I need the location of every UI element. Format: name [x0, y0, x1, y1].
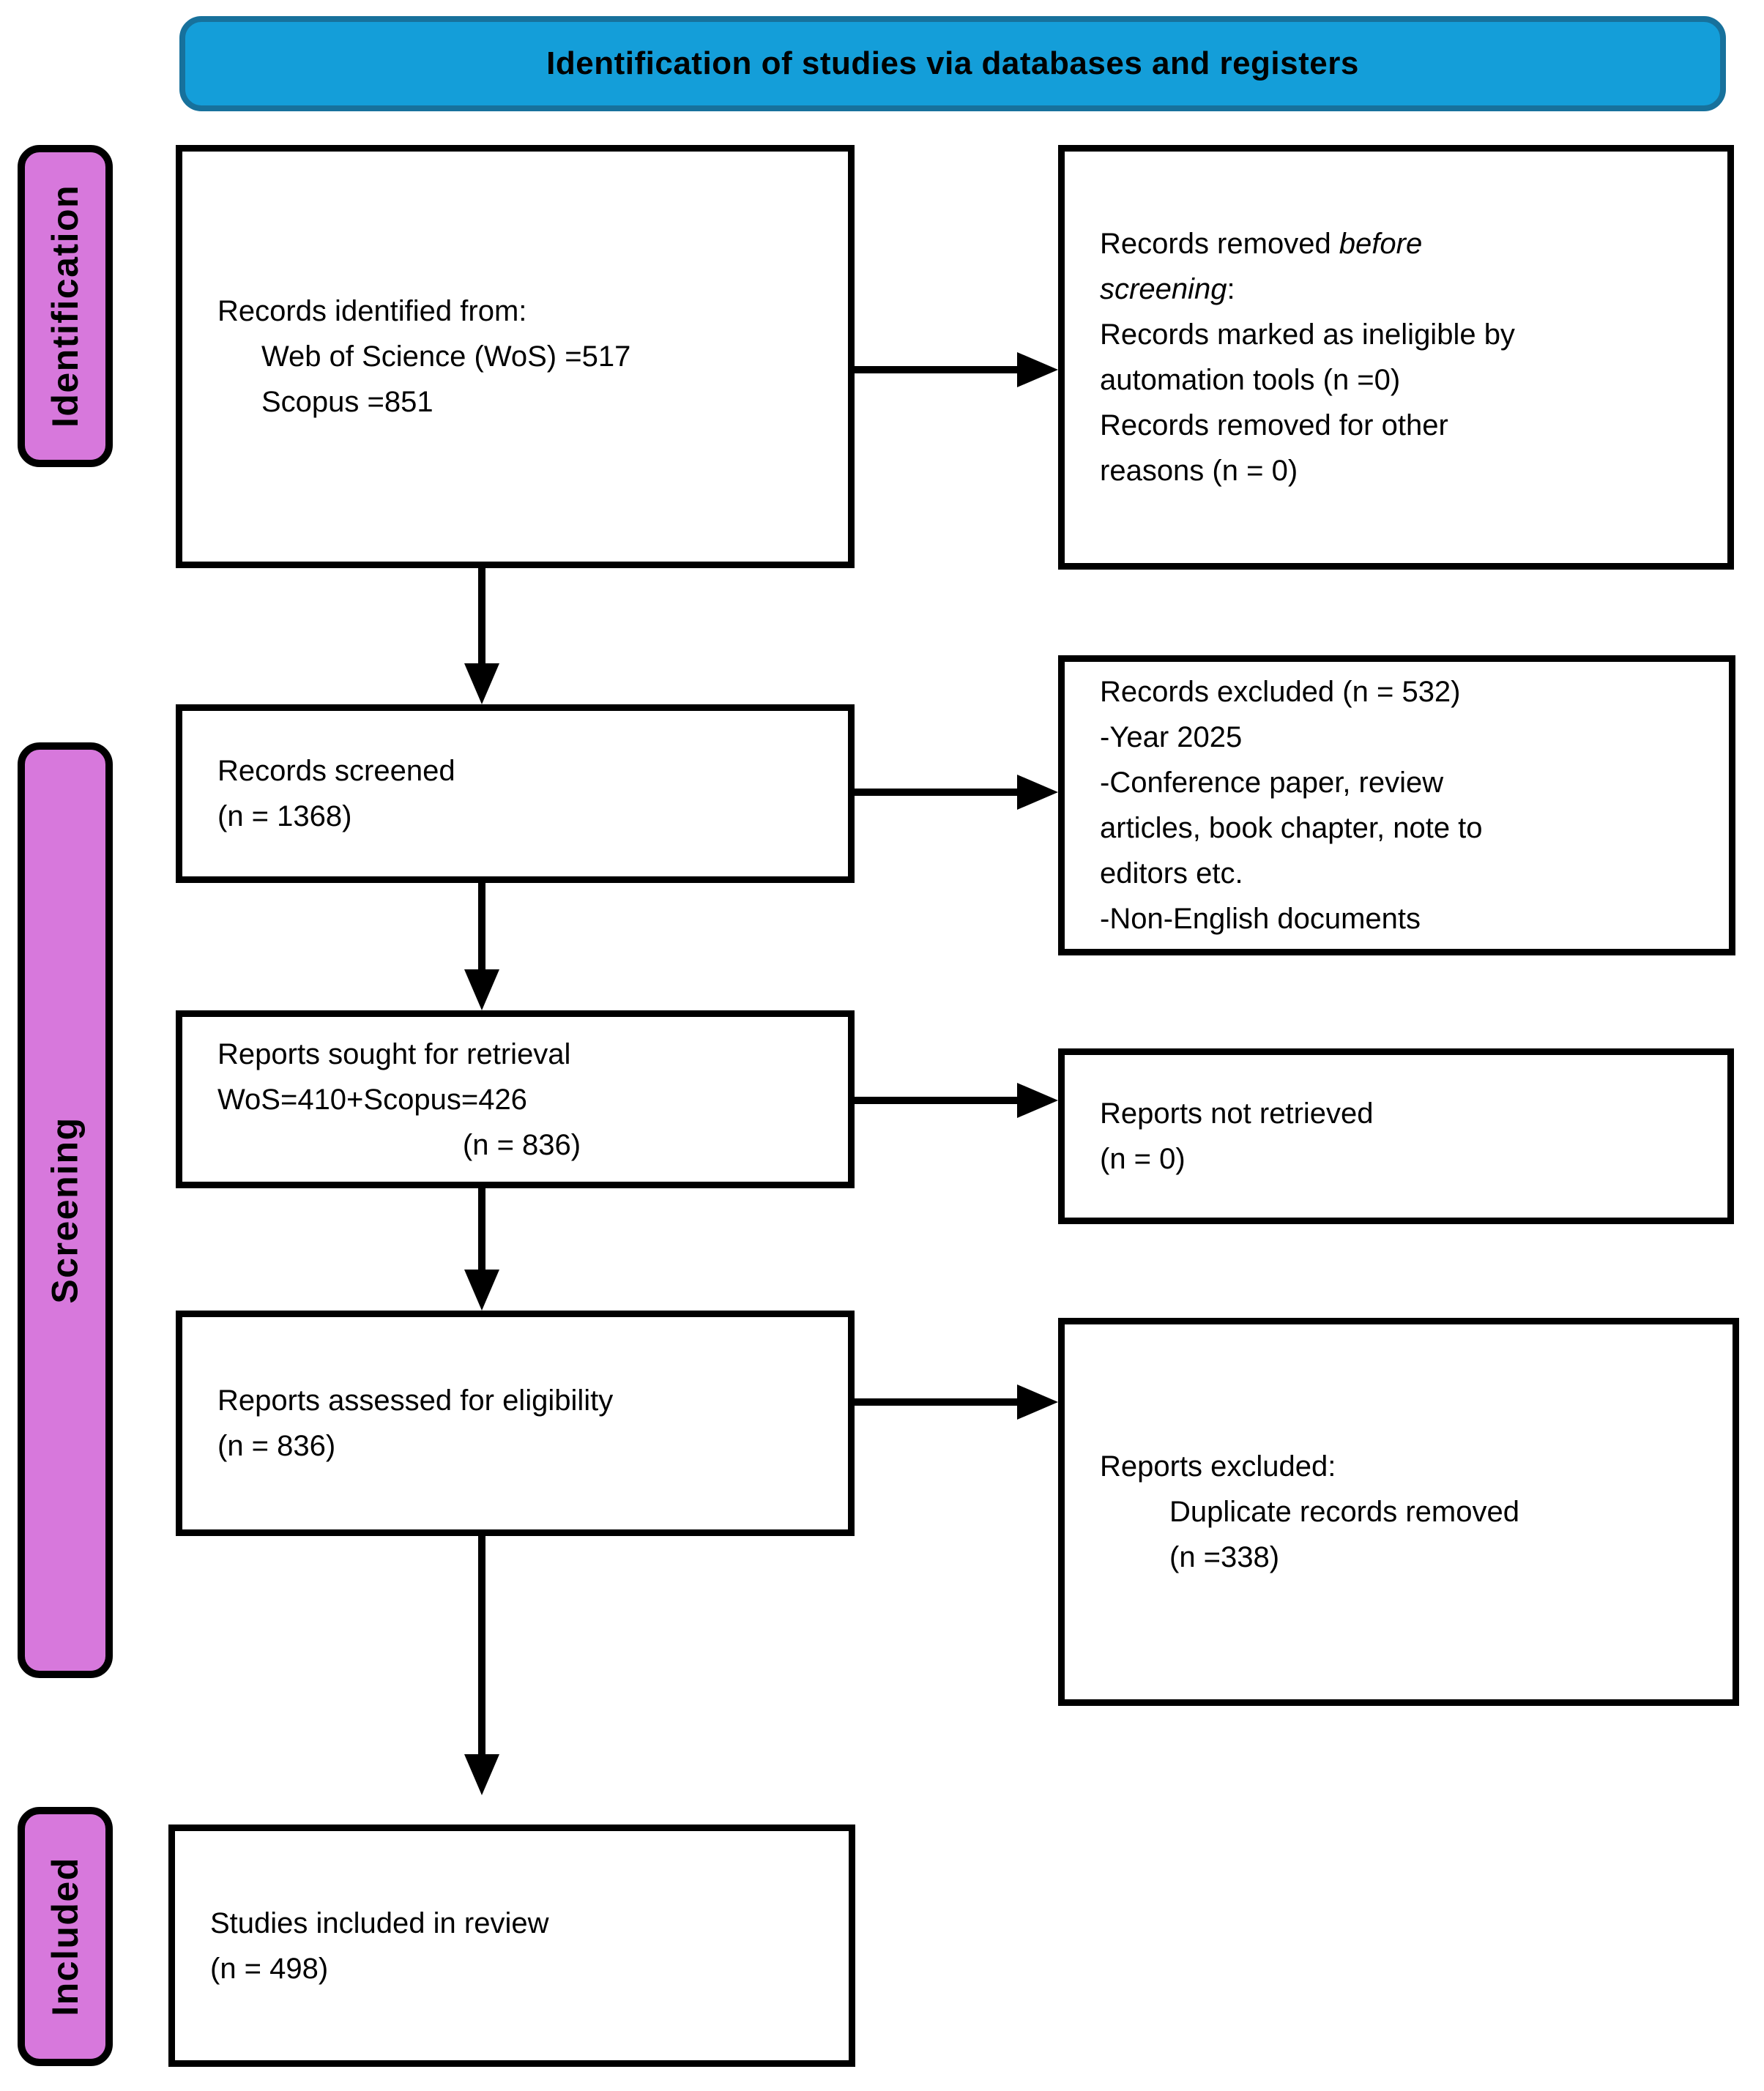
arrow-identified-to-removed — [855, 352, 1058, 387]
box-reports-assessed: Reports assessed for eligibility (n = 83… — [176, 1311, 855, 1536]
box-text-line: Reports sought for retrieval — [217, 1037, 571, 1070]
box-reports-not-retrieved: Reports not retrieved (n = 0) — [1058, 1048, 1734, 1224]
box-text-line: Reports assessed for eligibility — [217, 1384, 614, 1417]
box-text-line: Records removed for other — [1100, 409, 1448, 441]
box-reports-excluded: Reports excluded: Duplicate records remo… — [1058, 1318, 1739, 1706]
header-title: Identification of studies via databases … — [546, 45, 1359, 81]
box-text-line: Records excluded (n = 532) — [1100, 676, 1461, 708]
box-text-line: Reports not retrieved — [1100, 1097, 1374, 1130]
included-label: Included — [45, 1857, 86, 2016]
identification-label: Identification — [45, 184, 86, 428]
box-text-line: (n = 836) — [217, 1430, 336, 1462]
stage-tab-screening: Screening — [18, 742, 113, 1678]
arrow-shaft — [478, 883, 485, 971]
box-text-line: (n = 1368) — [217, 800, 352, 832]
arrowhead-right-icon — [1017, 775, 1058, 810]
box-reports-sought: Reports sought for retrieval WoS=410+Sco… — [176, 1010, 855, 1188]
box-records-removed: Records removed before screening: Record… — [1058, 145, 1734, 570]
arrowhead-down-icon — [464, 1754, 499, 1795]
arrowhead-right-icon — [1017, 352, 1058, 387]
box-text-line: -Non-English documents — [1100, 903, 1421, 935]
screening-label: Screening — [45, 1117, 86, 1304]
box-text-line: Studies included in review — [210, 1906, 549, 1939]
arrow-assessed-to-included — [464, 1536, 499, 1795]
arrow-shaft — [478, 568, 485, 665]
box-text-line: automation tools (n =0) — [1100, 364, 1401, 396]
arrowhead-right-icon — [1017, 1384, 1058, 1420]
box-text-line: (n =338) — [1169, 1541, 1280, 1573]
box-text-line: articles, book chapter, note to — [1100, 812, 1483, 844]
box-text-line: Records marked as ineligible by — [1100, 318, 1515, 351]
arrow-assessed-to-reports-excluded — [855, 1384, 1058, 1420]
arrow-shaft — [855, 1398, 1021, 1406]
arrow-screened-to-excluded — [855, 775, 1058, 810]
box-text-line: WoS=410+Scopus=426 — [217, 1083, 527, 1116]
arrow-shaft — [478, 1188, 485, 1271]
arrow-shaft — [855, 366, 1021, 373]
box-text-segment: : — [1227, 273, 1235, 305]
box-text-line: -Conference paper, review — [1100, 767, 1444, 799]
arrowhead-right-icon — [1017, 1083, 1058, 1118]
box-text-line: Web of Science (WoS) =517 — [261, 340, 631, 373]
arrowhead-down-icon — [464, 1270, 499, 1311]
box-records-identified: Records identified from: Web of Science … — [176, 145, 855, 568]
box-text-segment: Records removed — [1100, 228, 1339, 260]
box-records-excluded: Records excluded (n = 532) -Year 2025 -C… — [1058, 655, 1735, 955]
box-text-line: Duplicate records removed — [1169, 1496, 1519, 1528]
box-text-line: Reports excluded: — [1100, 1450, 1336, 1483]
box-text-line: -Year 2025 — [1100, 721, 1243, 753]
box-text-line: (n = 498) — [210, 1952, 329, 1985]
box-text-line: reasons (n = 0) — [1100, 455, 1298, 487]
box-text-line: (n = 0) — [1100, 1143, 1186, 1175]
box-text-segment-italic: screening — [1100, 273, 1227, 305]
box-text-line: Scopus =851 — [261, 386, 433, 418]
arrow-shaft — [855, 789, 1021, 796]
arrowhead-down-icon — [464, 969, 499, 1010]
arrow-identified-to-screened — [464, 568, 499, 704]
arrowhead-down-icon — [464, 663, 499, 704]
box-text-line: Records removed before — [1100, 221, 1705, 266]
box-text-line: screening: — [1100, 266, 1705, 312]
box-text-line: editors etc. — [1100, 857, 1243, 890]
header-banner: Identification of studies via databases … — [179, 16, 1726, 111]
arrow-shaft — [855, 1097, 1021, 1104]
arrow-sought-to-assessed — [464, 1188, 499, 1311]
arrow-shaft — [478, 1536, 485, 1756]
stage-tab-included: Included — [18, 1807, 113, 2066]
arrow-screened-to-sought — [464, 883, 499, 1010]
box-studies-included: Studies included in review (n = 498) — [168, 1824, 855, 2067]
stage-tab-identification: Identification — [18, 145, 113, 467]
box-text-line: (n = 836) — [462, 1128, 581, 1161]
box-text-line: Records identified from: — [217, 295, 527, 327]
box-text-segment-italic: before — [1339, 228, 1423, 260]
box-text-line: Records screened — [217, 755, 455, 787]
arrow-sought-to-not-retrieved — [855, 1083, 1058, 1118]
box-records-screened: Records screened (n = 1368) — [176, 704, 855, 883]
